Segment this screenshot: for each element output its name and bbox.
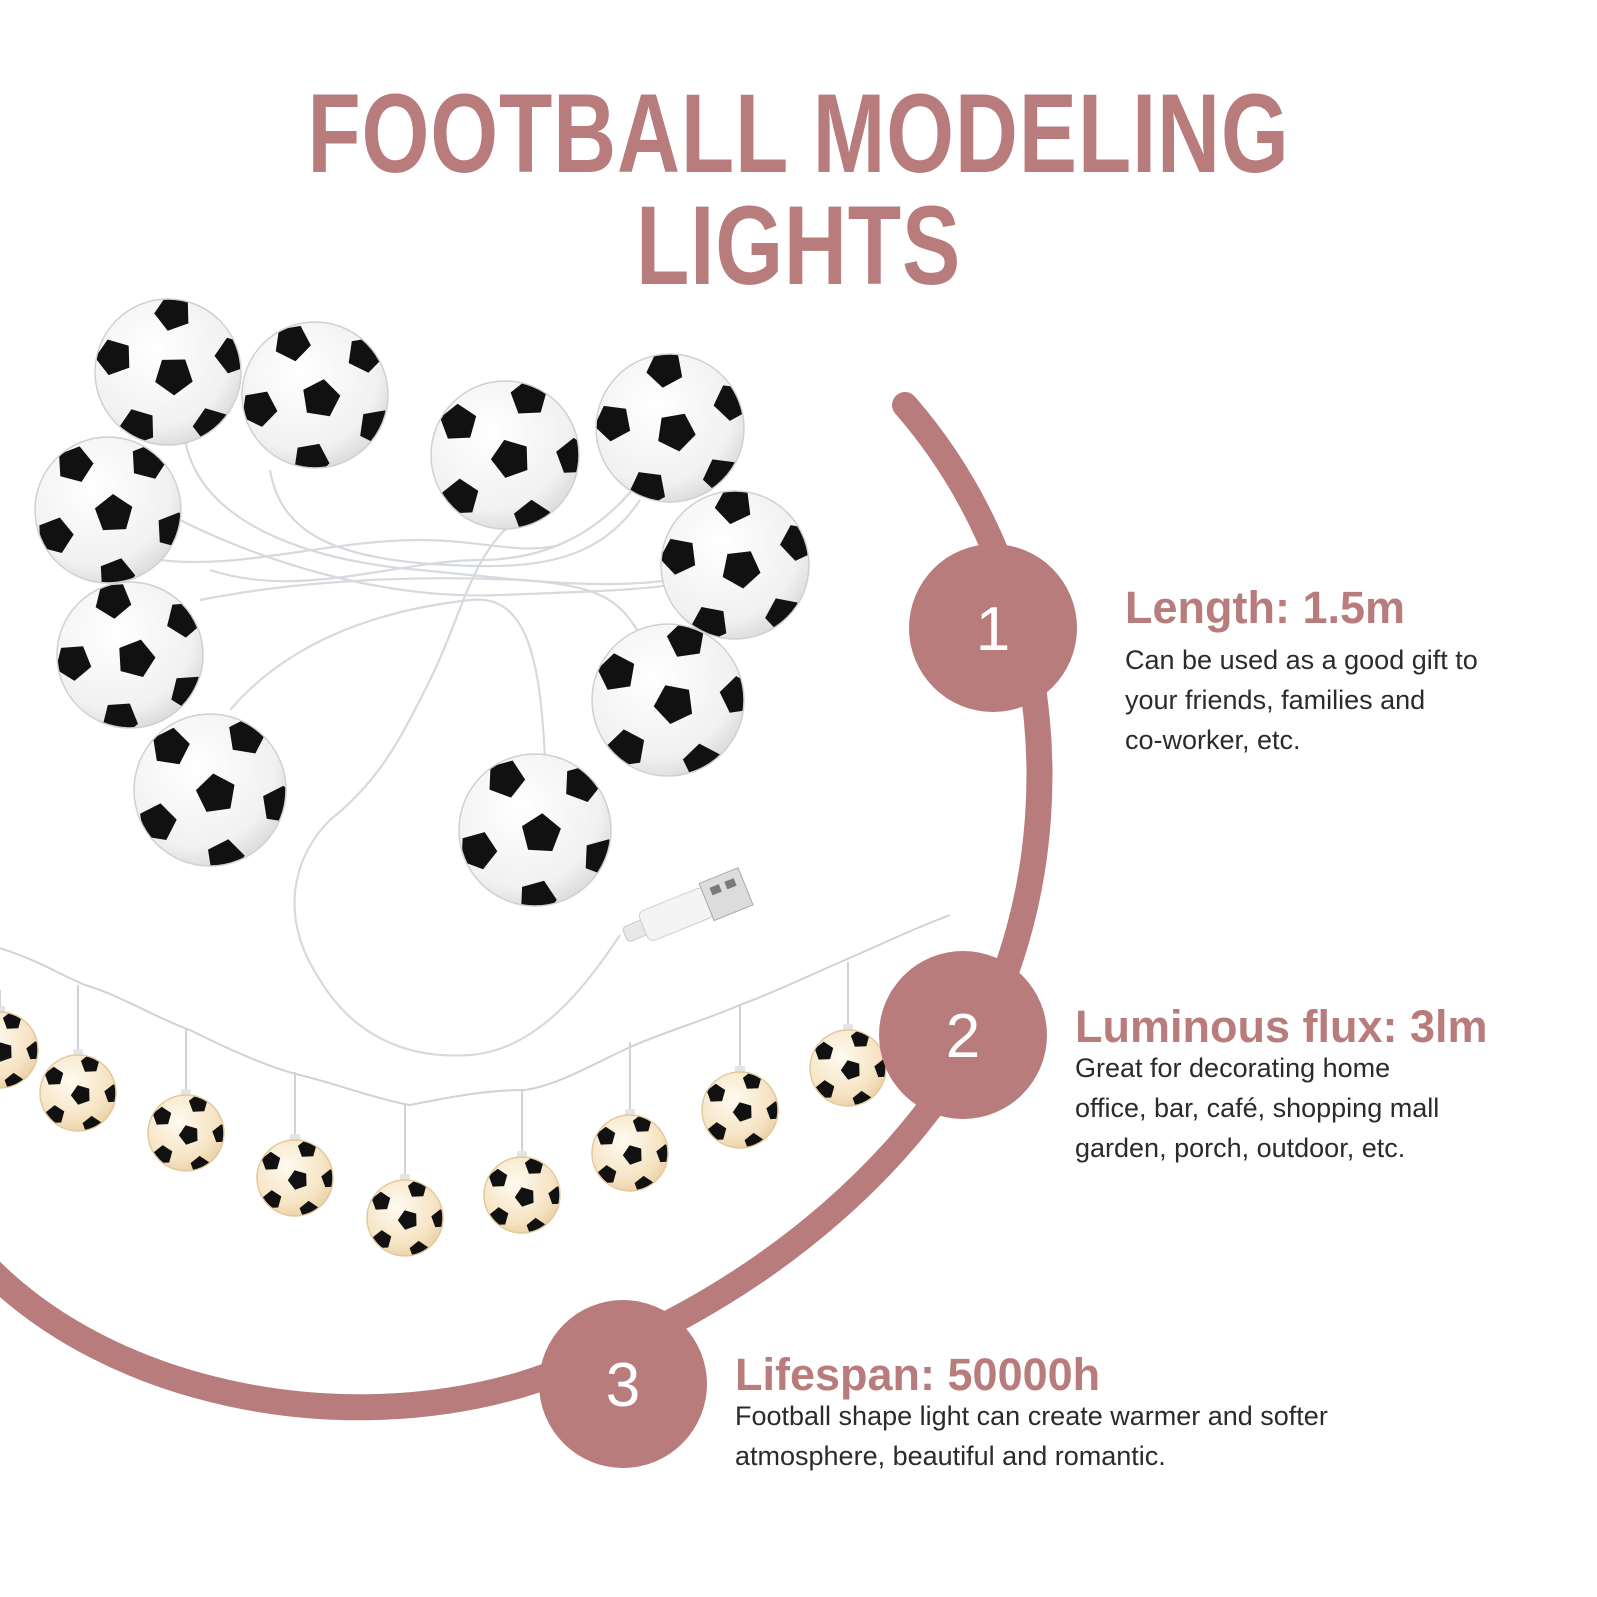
feature-line: Can be used as a good gift to xyxy=(1125,645,1478,675)
lit-football-bulb xyxy=(809,1029,887,1107)
page-title: FOOTBALL MODELING LIGHTS xyxy=(307,71,1290,308)
feature-title: Length: 1.5m xyxy=(1125,582,1406,633)
feature-title: Luminous flux: 3lm xyxy=(1075,1001,1488,1052)
lit-football-bulb xyxy=(366,1179,444,1257)
feature-line: co-worker, etc. xyxy=(1125,725,1301,755)
feature-description: Football shape light can create warmer a… xyxy=(735,1396,1328,1476)
number-badge-label: 2 xyxy=(946,1002,980,1071)
lit-football-bulb xyxy=(256,1139,334,1217)
white-football-bulb xyxy=(241,321,389,469)
number-badge xyxy=(539,1300,707,1468)
number-badge-label: 1 xyxy=(976,595,1010,664)
white-football-bulb xyxy=(56,581,204,729)
white-football-bulb xyxy=(660,490,810,640)
lit-football-bulb xyxy=(701,1071,779,1149)
feature-line: Great for decorating home xyxy=(1075,1053,1391,1083)
feature-line: office, bar, café, shopping mall xyxy=(1075,1093,1440,1123)
usb-plug-icon xyxy=(622,867,754,942)
white-football-bulb xyxy=(458,753,612,907)
feature-line: atmosphere, beautiful and romantic. xyxy=(735,1441,1166,1471)
feature-description: Great for decorating home office, bar, c… xyxy=(1075,1048,1439,1168)
number-badge xyxy=(879,951,1047,1119)
lit-football-bulb xyxy=(0,1011,39,1089)
lit-football-bulb xyxy=(591,1114,669,1192)
white-football-bulb xyxy=(133,713,287,867)
number-badge xyxy=(909,544,1077,712)
white-football-bulb xyxy=(430,380,580,530)
feature-title: Lifespan: 50000h xyxy=(735,1349,1101,1400)
lit-football-bulb xyxy=(39,1054,117,1132)
feature-line: garden, porch, outdoor, etc. xyxy=(1075,1133,1406,1163)
feature-description: Can be used as a good gift to your frien… xyxy=(1125,640,1478,760)
feature-line: Football shape light can create warmer a… xyxy=(735,1401,1328,1431)
lit-football-bulb xyxy=(483,1156,561,1234)
white-football-bulb xyxy=(591,623,745,777)
garland-wire xyxy=(0,914,951,1107)
lit-football-bulb xyxy=(147,1094,225,1172)
feature-line: your friends, families and xyxy=(1125,685,1426,715)
white-football-bulb xyxy=(34,436,182,584)
number-badge-label: 3 xyxy=(606,1351,640,1420)
light-cable-coil xyxy=(159,439,671,1057)
white-football-bulb xyxy=(94,298,242,446)
white-football-bulb xyxy=(595,353,745,503)
